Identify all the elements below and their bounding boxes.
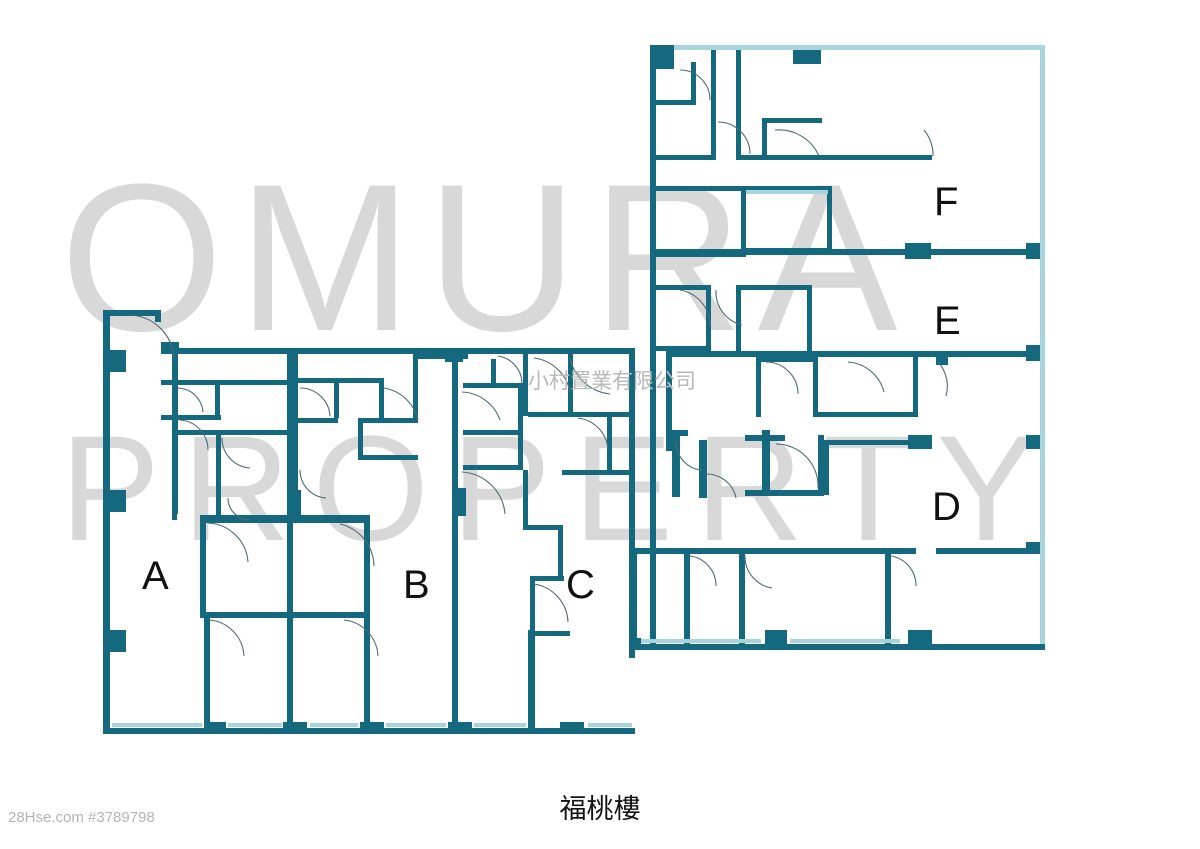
left-wing-window-south (112, 723, 632, 727)
unit-labels: A B C D E F (142, 180, 961, 607)
right-wing-window-east (1040, 45, 1045, 650)
watermark-company-cn: 小村置業有限公司 (528, 369, 696, 393)
unit-label-A: A (142, 554, 169, 598)
left-wing-door-arcs (129, 314, 611, 657)
right-wing-door-arcs (675, 69, 948, 589)
right-wing-walls (631, 45, 1045, 650)
site-reference: 28Hse.com #3789798 (8, 809, 155, 826)
right-wing-window-north (665, 45, 1040, 50)
unit-label-B: B (403, 563, 430, 607)
plan-title: 福桃樓 (560, 794, 641, 825)
left-wing-walls (103, 310, 635, 734)
unit-label-E: E (934, 299, 961, 343)
right-wing-window-south (641, 639, 900, 643)
watermark-omura: OMURA (60, 140, 912, 375)
right-wing (631, 45, 1045, 650)
left-wing (103, 310, 635, 734)
unit-label-F: F (934, 180, 958, 224)
unit-label-D: D (932, 485, 961, 529)
unit-label-C: C (566, 563, 595, 607)
